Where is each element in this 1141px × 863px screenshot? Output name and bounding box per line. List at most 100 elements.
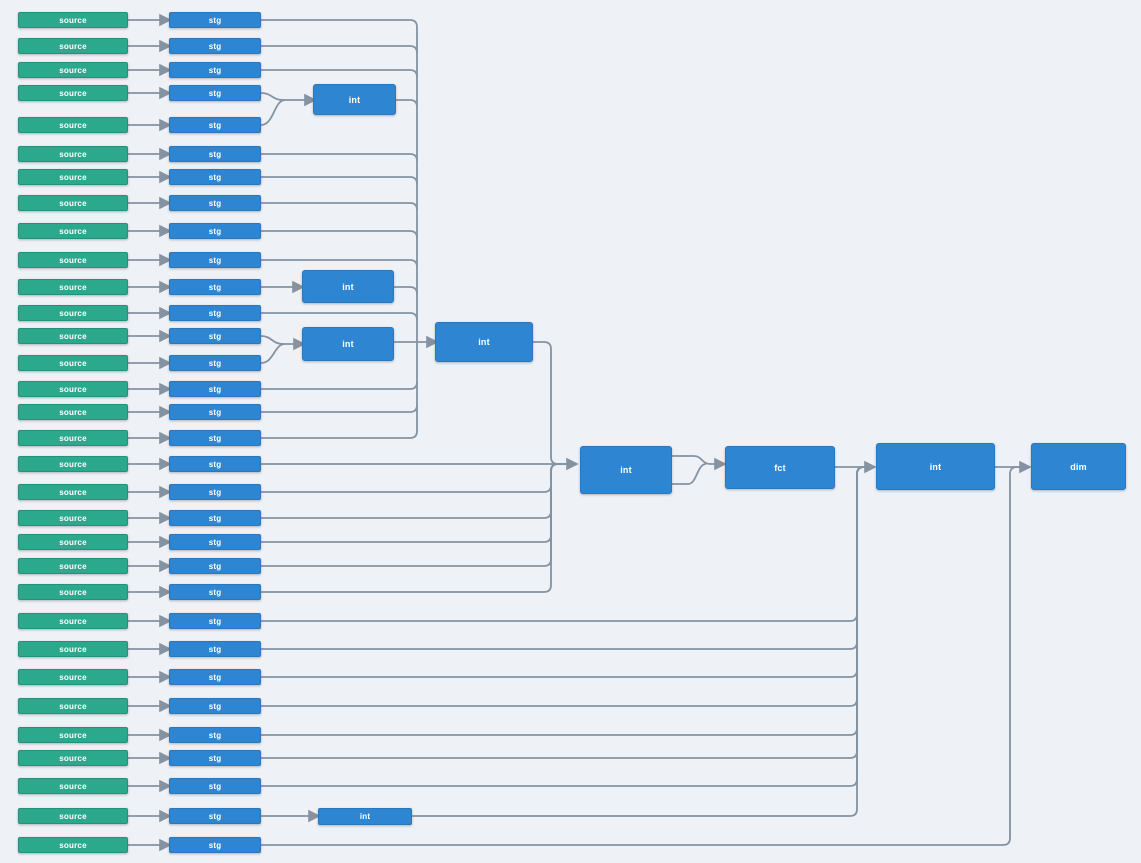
edge	[261, 463, 566, 593]
stg-node[interactable]: stg	[169, 808, 261, 824]
stg-node[interactable]: stg	[169, 430, 261, 446]
edge	[261, 463, 566, 493]
edge	[260, 99, 286, 126]
source-node[interactable]: source	[18, 223, 128, 239]
stg-node[interactable]: stg	[169, 169, 261, 185]
stg-node[interactable]: stg	[169, 534, 261, 550]
edge	[261, 45, 418, 54]
edge	[261, 202, 418, 211]
stg-node[interactable]: stg	[169, 381, 261, 397]
source-node[interactable]: source	[18, 38, 128, 54]
stg-node[interactable]: stg	[169, 305, 261, 321]
edge	[261, 466, 866, 759]
int-node[interactable]: int	[318, 808, 412, 825]
edge	[260, 335, 306, 351]
source-node[interactable]: source	[18, 778, 128, 794]
int-node[interactable]: int	[313, 84, 396, 115]
stg-node[interactable]: stg	[169, 355, 261, 371]
stg-node[interactable]: stg	[169, 484, 261, 500]
source-node[interactable]: source	[18, 117, 128, 133]
int-node[interactable]: int	[302, 270, 394, 303]
source-node[interactable]: source	[18, 641, 128, 657]
stg-node[interactable]: stg	[169, 837, 261, 853]
stg-node[interactable]: stg	[169, 223, 261, 239]
edge	[394, 286, 418, 295]
source-node[interactable]: source	[18, 381, 128, 397]
source-node[interactable]: source	[18, 252, 128, 268]
stg-node[interactable]: stg	[169, 38, 261, 54]
stg-node[interactable]: stg	[169, 195, 261, 211]
stg-node[interactable]: stg	[169, 456, 261, 472]
int-node[interactable]: int	[876, 443, 995, 490]
stg-node[interactable]: stg	[169, 279, 261, 295]
int-node[interactable]: int	[435, 322, 533, 362]
edge	[261, 176, 418, 185]
source-node[interactable]: source	[18, 750, 128, 766]
source-node[interactable]: source	[18, 727, 128, 743]
source-node[interactable]: source	[18, 808, 128, 824]
source-node[interactable]: source	[18, 430, 128, 446]
stg-node[interactable]: stg	[169, 669, 261, 685]
source-node[interactable]: source	[18, 279, 128, 295]
source-node[interactable]: source	[18, 305, 128, 321]
source-node[interactable]: source	[18, 169, 128, 185]
edge	[261, 466, 866, 787]
source-node[interactable]: source	[18, 484, 128, 500]
stg-node[interactable]: stg	[169, 698, 261, 714]
stg-node[interactable]: stg	[169, 510, 261, 526]
source-node[interactable]: source	[18, 584, 128, 600]
source-node[interactable]: source	[18, 558, 128, 574]
source-node[interactable]: source	[18, 12, 128, 28]
source-node[interactable]: source	[18, 669, 128, 685]
source-node[interactable]: source	[18, 404, 128, 420]
stg-node[interactable]: stg	[169, 750, 261, 766]
edge	[260, 92, 317, 107]
source-node[interactable]: source	[18, 328, 128, 344]
stg-node[interactable]: stg	[169, 12, 261, 28]
stg-node[interactable]: stg	[169, 641, 261, 657]
edge	[261, 69, 418, 78]
edge	[261, 381, 418, 390]
fct-node[interactable]: fct	[725, 446, 835, 489]
stg-node[interactable]: stg	[169, 613, 261, 629]
stg-node[interactable]: stg	[169, 62, 261, 78]
stg-node[interactable]: stg	[169, 117, 261, 133]
stg-node[interactable]: stg	[169, 328, 261, 344]
source-node[interactable]: source	[18, 62, 128, 78]
int-node[interactable]: int	[302, 327, 394, 361]
stg-node[interactable]: stg	[169, 252, 261, 268]
source-node[interactable]: source	[18, 195, 128, 211]
int-node[interactable]: int	[580, 446, 672, 494]
edge	[261, 312, 418, 321]
stg-node[interactable]: stg	[169, 778, 261, 794]
edge	[412, 466, 866, 817]
edge	[261, 466, 1020, 846]
source-node[interactable]: source	[18, 613, 128, 629]
edge	[261, 463, 566, 567]
stg-node[interactable]: stg	[169, 727, 261, 743]
edge	[261, 466, 866, 678]
source-node[interactable]: source	[18, 534, 128, 550]
dim-node[interactable]: dim	[1031, 443, 1126, 490]
edge	[261, 430, 418, 439]
stg-node[interactable]: stg	[169, 404, 261, 420]
edge	[261, 19, 418, 28]
edge	[261, 466, 866, 736]
edge	[672, 463, 707, 485]
source-node[interactable]: source	[18, 456, 128, 472]
stg-node[interactable]: stg	[169, 85, 261, 101]
edge	[261, 463, 566, 543]
source-node[interactable]: source	[18, 698, 128, 714]
stg-node[interactable]: stg	[169, 584, 261, 600]
source-node[interactable]: source	[18, 85, 128, 101]
source-node[interactable]: source	[18, 837, 128, 853]
stg-node[interactable]: stg	[169, 558, 261, 574]
source-node[interactable]: source	[18, 510, 128, 526]
edge	[261, 259, 418, 268]
source-node[interactable]: source	[18, 146, 128, 162]
edge	[672, 455, 727, 471]
stg-node[interactable]: stg	[169, 146, 261, 162]
source-node[interactable]: source	[18, 355, 128, 371]
